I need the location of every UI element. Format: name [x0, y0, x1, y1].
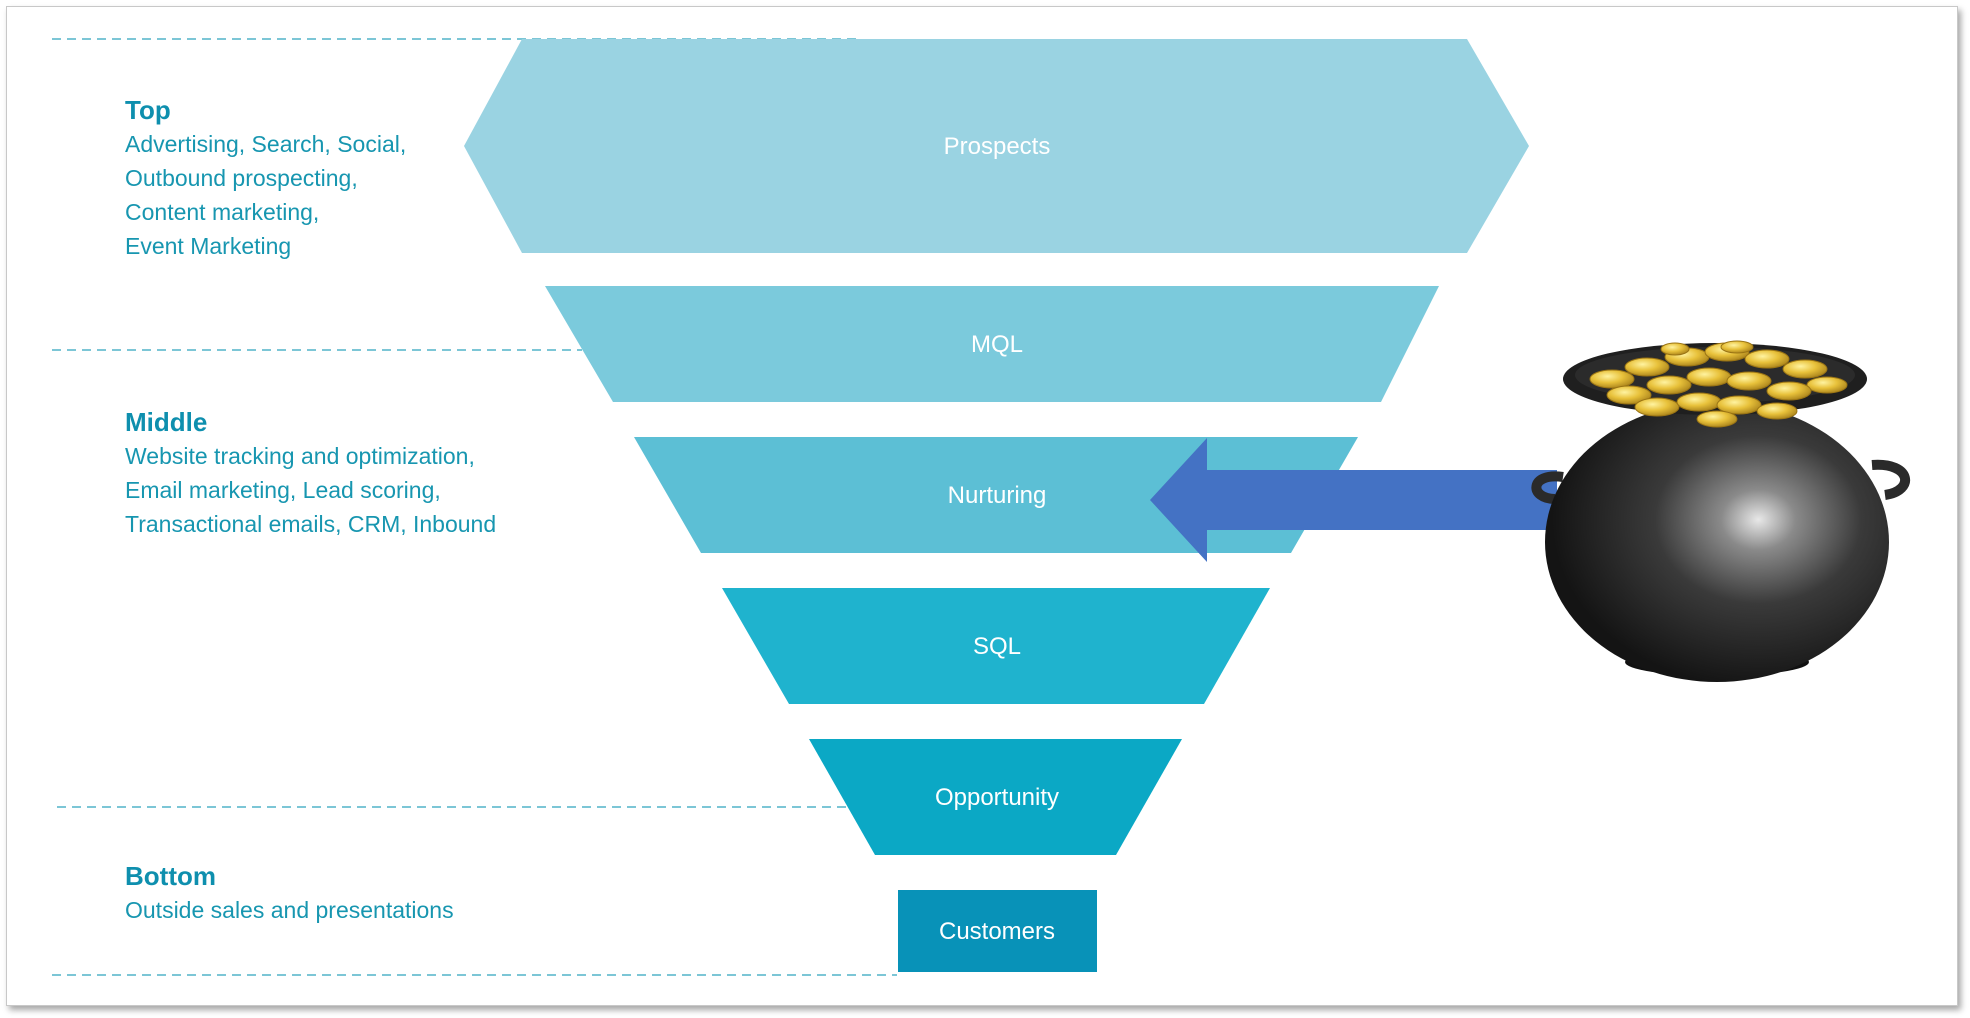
label-sql: SQL — [973, 633, 1021, 660]
stage-middle-title: Middle — [125, 407, 208, 437]
funnel-labels: Prospects MQL Nurturing SQL Opportunity … — [935, 133, 1059, 945]
stage-top: Top Advertising, Search, Social, Outboun… — [125, 93, 406, 263]
layer-customers — [898, 890, 1097, 972]
label-nurturing: Nurturing — [948, 482, 1047, 509]
label-opportunity: Opportunity — [935, 784, 1059, 811]
dividers — [52, 38, 897, 976]
funnel-layers — [464, 39, 1529, 972]
layer-mql — [545, 286, 1439, 402]
funnel-diagram: Prospects MQL Nurturing SQL Opportunity … — [52, 38, 1910, 976]
label-customers: Customers — [939, 918, 1055, 945]
arrow-left-icon — [1150, 438, 1557, 562]
stage-bottom-title: Bottom — [125, 861, 216, 891]
stage-middle: Middle Website tracking and optimization… — [125, 405, 496, 541]
layer-sql — [722, 588, 1270, 704]
pot-of-gold-icon — [1531, 340, 1910, 682]
label-mql: MQL — [971, 331, 1023, 358]
stage-bottom: Bottom Outside sales and presentations — [125, 859, 454, 927]
layer-opportunity — [809, 739, 1182, 855]
stage-middle-description: Website tracking and optimization, Email… — [125, 443, 497, 537]
slide: Top Advertising, Search, Social, Outboun… — [6, 6, 1958, 1006]
stage-top-description: Advertising, Search, Social, Outbound pr… — [125, 131, 407, 259]
label-prospects: Prospects — [944, 133, 1051, 160]
layer-prospects — [464, 39, 1529, 253]
stage-bottom-description: Outside sales and presentations — [125, 897, 454, 923]
stage-top-title: Top — [125, 95, 171, 125]
